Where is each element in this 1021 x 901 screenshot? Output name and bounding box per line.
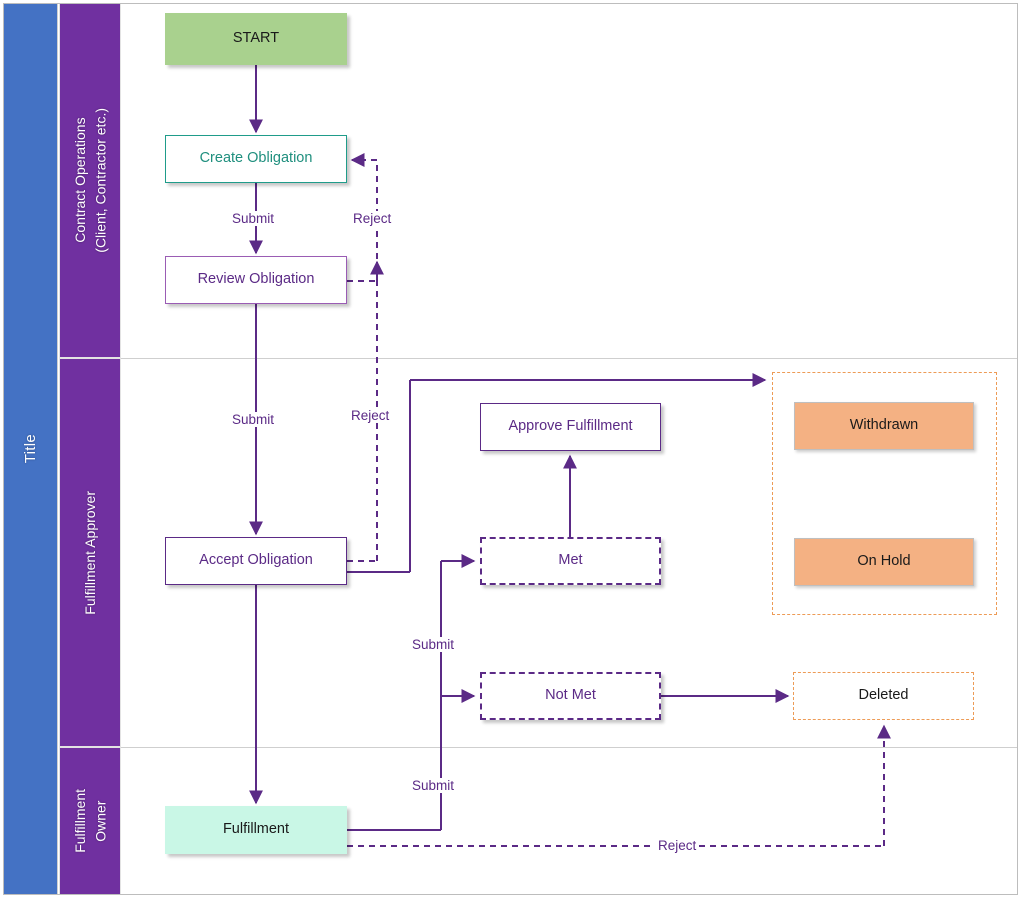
node-start[interactable]: START <box>165 13 347 65</box>
edge-label-reject-accept-create: Reject <box>348 408 393 423</box>
node-create-obligation[interactable]: Create Obligation <box>165 135 347 183</box>
node-fulfillment[interactable]: Fulfillment <box>165 806 347 854</box>
edge-label-reject-deleted: Reject <box>655 838 700 853</box>
edge-label-reject-review-create: Reject <box>350 211 395 226</box>
group-terminal-states <box>772 372 997 615</box>
edge-label-submit-fulfillment-branch: Submit <box>409 778 458 793</box>
lane-header-fulfillment-approver: Fulfillment Approver <box>59 358 121 747</box>
node-accept-obligation[interactable]: Accept Obligation <box>165 537 347 585</box>
node-on-hold[interactable]: On Hold <box>794 538 974 586</box>
edge-label-submit-met-branch: Submit <box>409 637 458 652</box>
node-review-obligation[interactable]: Review Obligation <box>165 256 347 304</box>
edge-label-submit-review-accept: Submit <box>229 412 278 427</box>
edge-label-submit-create-review: Submit <box>229 211 278 226</box>
node-met[interactable]: Met <box>480 537 661 585</box>
node-withdrawn[interactable]: Withdrawn <box>794 402 974 450</box>
lane-header-contract-operations: Contract Operations(Client, Contractor e… <box>59 3 121 358</box>
node-deleted[interactable]: Deleted <box>793 672 974 720</box>
node-not-met[interactable]: Not Met <box>480 672 661 720</box>
node-approve-fulfillment[interactable]: Approve Fulfillment <box>480 403 661 451</box>
